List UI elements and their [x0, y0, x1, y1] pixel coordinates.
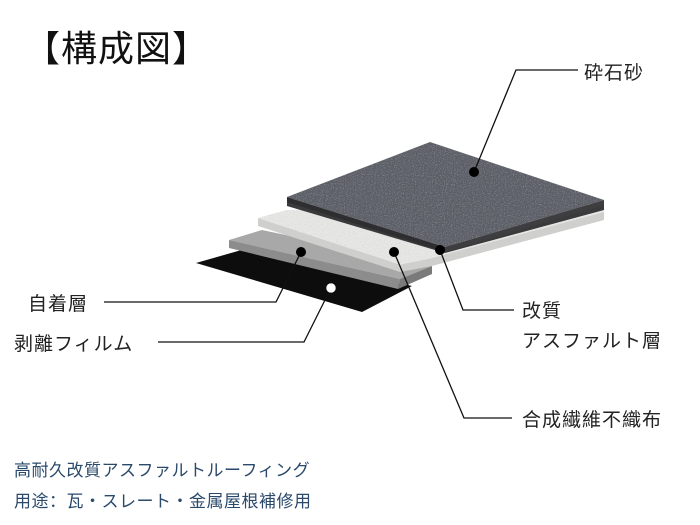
leader-release-film — [158, 287, 332, 343]
label-modified-asphalt-1: 改質 — [522, 300, 563, 322]
product-name: 高耐久改質アスファルトルーフィング — [14, 461, 311, 481]
leader-crushed-stone — [473, 69, 578, 173]
leader-adhesive — [104, 251, 302, 303]
marker-crushed-stone — [469, 167, 479, 177]
leader-nonwoven — [393, 251, 512, 419]
nonwoven-layer-side — [258, 212, 604, 272]
marker-nonwoven — [389, 247, 399, 257]
crushed-stone-layer — [287, 142, 604, 247]
leader-modified-asphalt — [439, 249, 514, 311]
marker-modified-asphalt — [435, 245, 445, 255]
diagram-title: 【構成図】 — [24, 29, 210, 70]
asphalt-layer-top — [229, 230, 432, 279]
marker-adhesive — [296, 247, 306, 257]
label-crushed-stone: 砕石砂 — [584, 62, 645, 84]
modified-asphalt-layer — [287, 200, 604, 253]
asphalt-layer-side — [229, 240, 400, 289]
marker-release-film — [325, 282, 337, 294]
release-film-layer — [196, 249, 412, 312]
usage-text: 用途：瓦・スレート・金属屋根補修用 — [14, 492, 312, 512]
label-release-film: 剥離フィルム — [14, 333, 134, 355]
label-nonwoven: 合成繊維不織布 — [522, 409, 663, 431]
label-modified-asphalt-2: アスファルト層 — [522, 330, 663, 352]
label-adhesive: 自着層 — [28, 293, 89, 315]
